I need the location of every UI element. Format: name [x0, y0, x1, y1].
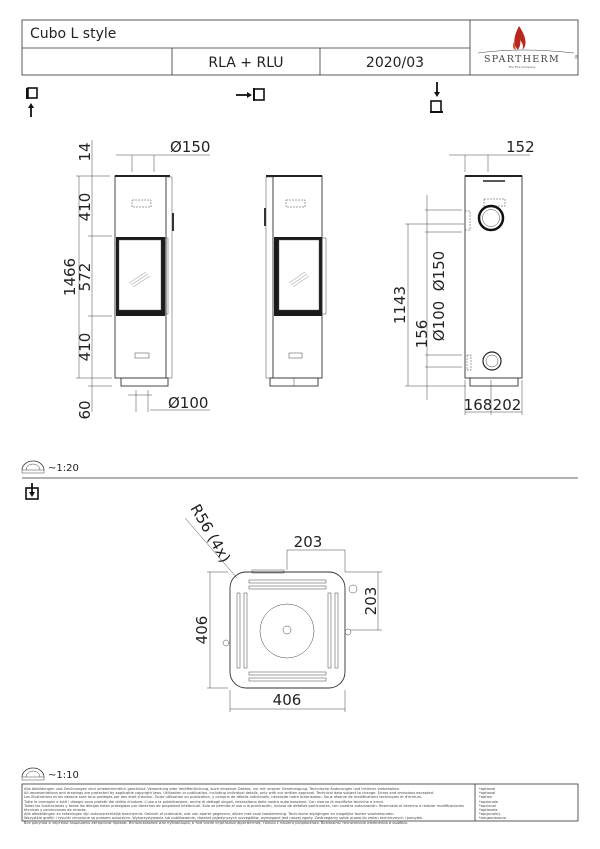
dim-top-offset-y: 203 — [362, 587, 380, 616]
dim-side-flue-diameter: Ø150 — [430, 251, 448, 291]
dim-side-air-diameter: Ø100 — [430, 301, 448, 341]
dim-flue-diameter: Ø150 — [170, 138, 210, 156]
dim-lower: 410 — [76, 333, 94, 362]
side-view: 152 1143 Ø150 Ø100 156 168 202 — [391, 138, 535, 415]
scale-indicator-1: ~1:20 — [21, 460, 79, 474]
front-view-2 — [264, 175, 327, 387]
dim-top-width: 406 — [273, 691, 302, 709]
svg-text:®: ® — [574, 54, 579, 61]
dim-air-diameter: Ø100 — [168, 394, 208, 412]
dim-flue-offset: 152 — [506, 138, 535, 156]
spartherm-logo: SPARTHERM The Fire Company ® — [477, 26, 579, 69]
view-from-top-icon-2 — [25, 483, 39, 500]
scale-label-2: ~1:10 — [48, 770, 79, 781]
dim-corner-radius: R56 (4x) — [187, 501, 235, 566]
dim-flue-height: 1143 — [391, 286, 409, 324]
front-view: 14 410 572 410 60 1466 Ø150 Ø100 — [61, 138, 210, 420]
svg-text:SPARTHERM: SPARTHERM — [484, 54, 560, 65]
dim-air-offset: 168 — [464, 396, 493, 414]
title-block: Cubo L style RLA + RLU 2020/03 SPARTHERM… — [21, 19, 579, 76]
product-title: Cubo L style — [30, 26, 116, 42]
view-from-side-icon — [236, 88, 265, 101]
scale-indicator-2: ~1:10 — [21, 767, 79, 781]
dim-upper: 410 — [76, 193, 94, 222]
dim-top-offset-x: 203 — [294, 533, 323, 551]
dim-base: 60 — [76, 400, 94, 419]
dim-top: 14 — [76, 142, 94, 161]
dim-air-height: 156 — [413, 320, 431, 349]
dim-depth: 202 — [493, 396, 522, 414]
view-from-front-icon — [26, 87, 38, 117]
top-view: R56 (4x) 203 203 406 406 — [184, 501, 382, 712]
legal-notice: Alle Abbildungen und Zeichnungen sind ur… — [24, 787, 464, 825]
dim-top-depth: 406 — [193, 616, 211, 645]
legal-footer-box — [21, 783, 579, 822]
dim-firebox: 572 — [76, 263, 94, 292]
scale-label-1: ~1:20 — [48, 463, 79, 474]
model-code: RLA + RLU — [208, 55, 283, 71]
options-legend: *optional *optional *option *opzionale *… — [479, 787, 506, 821]
dim-total-height: 1466 — [61, 258, 79, 296]
revision-date: 2020/03 — [366, 55, 424, 71]
view-from-top-icon — [430, 82, 443, 113]
svg-text:The Fire Company: The Fire Company — [507, 65, 535, 69]
